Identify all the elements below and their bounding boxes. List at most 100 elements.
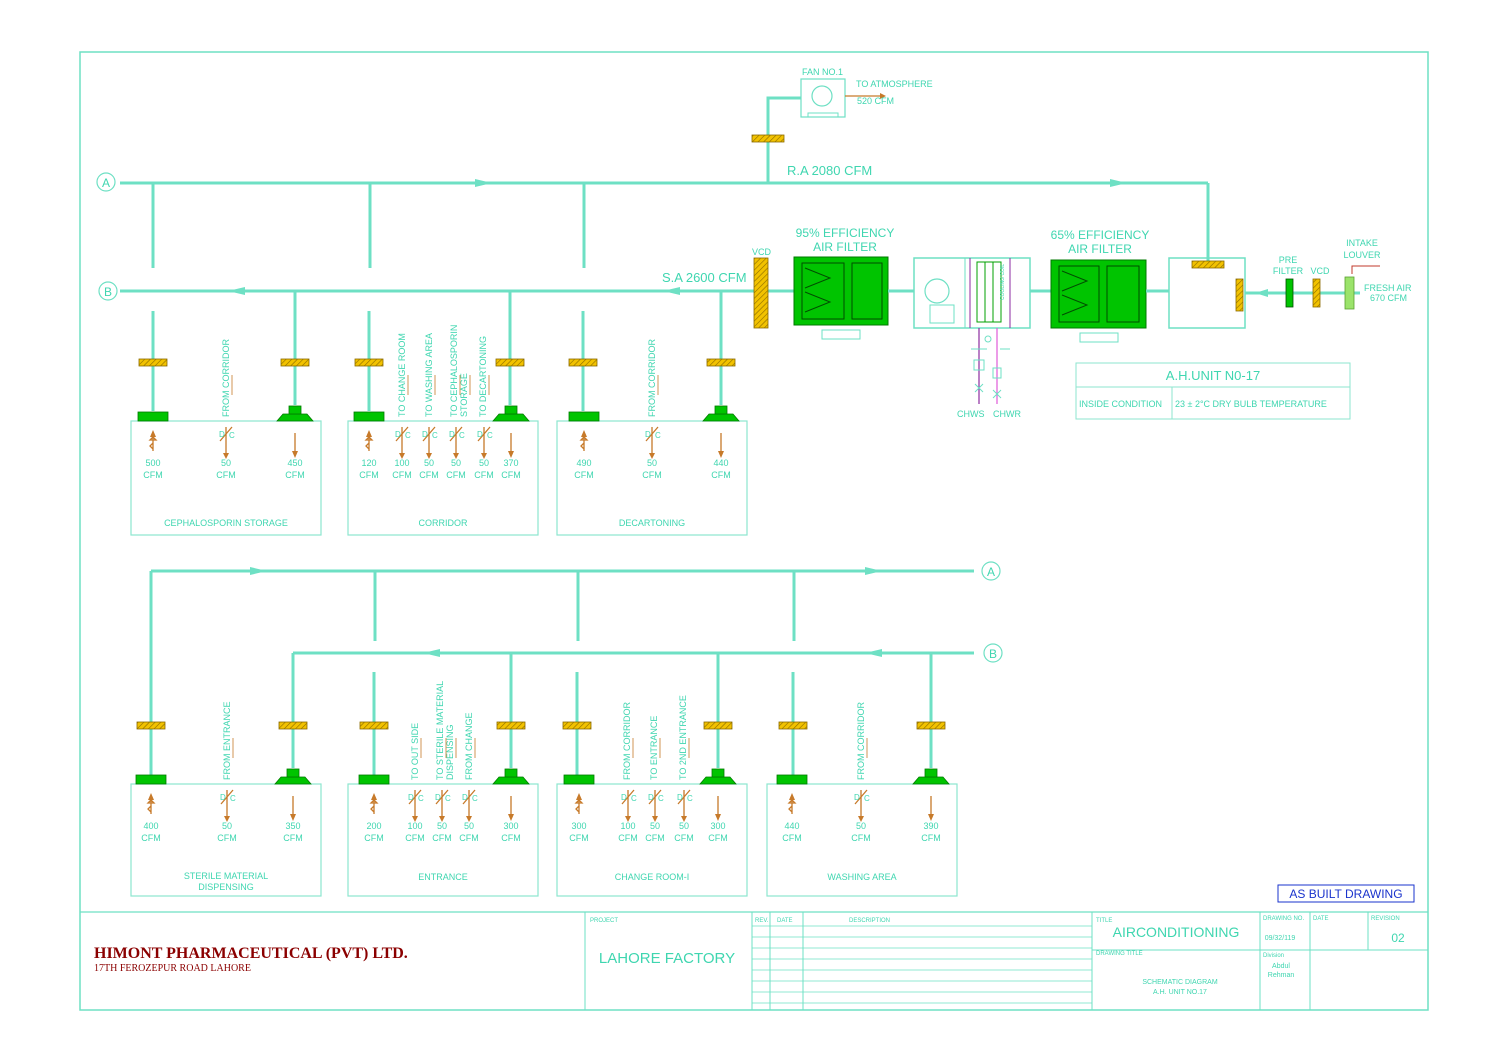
revision-number: 02 [1391, 931, 1405, 945]
return-air-label: R.A 2080 CFM [787, 163, 872, 178]
arrow-head [481, 453, 487, 459]
cfm-unit: CFM [419, 470, 439, 480]
return-flow-arrow [146, 798, 156, 814]
project-header: PROJECT [590, 918, 618, 924]
cfm-value: 440 [713, 458, 728, 468]
room-boundary [556, 420, 748, 536]
damper-c-label: C [459, 431, 465, 440]
fan-cfm-label: 520 CFM [857, 96, 894, 106]
diffuser-neck [714, 405, 728, 415]
pressure-damper-icon [220, 789, 234, 805]
supply-diffuser [492, 413, 530, 422]
transfer-annotation: FROM ENTRANCE [222, 702, 232, 781]
transfer-annotation: FROM CORRIDOR [221, 339, 231, 417]
cfm-value: 100 [394, 458, 409, 468]
transfer-annotation: FROM CHANGE [464, 713, 474, 781]
cfm-value: 120 [361, 458, 376, 468]
cfm-unit: CFM [708, 833, 728, 843]
return-flow-arrow [364, 435, 374, 451]
revision-header: REVISION [1371, 916, 1400, 922]
cfm-unit: CFM [642, 470, 662, 480]
room-boundary [130, 420, 322, 536]
damper-c-label: C [487, 431, 493, 440]
cfm-value: 50 [679, 821, 689, 831]
marker-b-bottom: B [983, 643, 1003, 663]
damper-d-label: D [408, 793, 414, 802]
transfer-annotation: TO STERILE MATERIAL [435, 681, 445, 780]
return-flow-arrow [369, 798, 379, 814]
cfm-value: 50 [221, 458, 231, 468]
room-boundary [766, 783, 958, 897]
arrow-head [292, 451, 298, 458]
arrow-head [426, 453, 432, 459]
marker-a-bottom: A [981, 561, 1001, 581]
damper-c-label: C [864, 794, 870, 803]
inside-condition-label: INSIDE CONDITION [1079, 399, 1162, 409]
cfm-value: 450 [287, 458, 302, 468]
transfer-annotation: TO DECARTONING [478, 336, 488, 417]
cfm-value: 300 [503, 821, 518, 831]
volume-damper [138, 358, 168, 367]
return-grille [568, 411, 600, 422]
arrow-head [224, 816, 230, 822]
filter95-line2: AIR FILTER [813, 240, 877, 254]
transfer-annotation: TO WASHING AREA [424, 333, 434, 417]
cfm-value: 200 [366, 821, 381, 831]
company-name: HIMONT PHARMACEUTICAL (PVT) LTD. [94, 945, 408, 962]
fresh-cfm-label: 670 CFM [1370, 293, 1407, 303]
cfm-value: 50 [464, 821, 474, 831]
damper-c-label: C [658, 794, 664, 803]
project-name: LAHORE FACTORY [599, 950, 735, 967]
pressure-damper-icon [854, 789, 868, 805]
damper-d-label: D [677, 793, 683, 802]
marker-b-bottom-label: B [989, 647, 997, 661]
chws-label: CHWS [957, 409, 985, 419]
vcd-label: VCD [752, 247, 772, 257]
cfm-unit: CFM [474, 470, 494, 480]
cfm-value: 50 [650, 821, 660, 831]
return-flow-arrow [574, 798, 584, 814]
arrow-head [625, 816, 631, 822]
volume-damper [359, 721, 389, 730]
room-name: STERILE MATERIAL [184, 871, 268, 881]
damper-d-label: D [220, 793, 226, 802]
return-air-header: R.A 2080 CFM [120, 163, 1210, 268]
pressure-damper-icon [435, 789, 449, 805]
damper-c-label: C [655, 431, 661, 440]
transfer-annotation: FROM CORRIDOR [622, 702, 632, 780]
supply-air-label: S.A 2600 CFM [662, 270, 747, 285]
drawing-no: 09/32/119 [1265, 935, 1296, 942]
drawing-title-line1: SCHEMATIC DIAGRAM [1142, 979, 1217, 986]
cfm-unit: CFM [283, 833, 303, 843]
filter-95: 95% EFFICIENCY AIR FILTER [793, 226, 894, 340]
marker-b-top: B [98, 281, 118, 301]
volume-damper [278, 721, 308, 730]
arrow-head [718, 451, 724, 458]
room-name: WASHING AREA [827, 872, 896, 882]
cfm-unit: CFM [618, 833, 638, 843]
volume-damper [703, 721, 733, 730]
supply-diffuser [492, 776, 530, 785]
damper-d-label: D [435, 793, 441, 802]
arrow-head [649, 453, 655, 459]
return-grille [563, 774, 595, 785]
cfm-value: 100 [620, 821, 635, 831]
cfm-unit: CFM [405, 833, 425, 843]
sheet-border [79, 51, 1429, 1011]
damper-d-label: D [462, 793, 468, 802]
pressure-damper-icon [645, 426, 659, 442]
cfm-unit: CFM [432, 833, 452, 843]
cfm-value: 400 [143, 821, 158, 831]
arrow-head [399, 453, 405, 459]
diffuser-neck [504, 405, 518, 415]
damper-c-label: C [687, 794, 693, 803]
cfm-unit: CFM [711, 470, 731, 480]
supply-diffuser [699, 776, 737, 785]
room-name: CHANGE ROOM-I [615, 872, 690, 882]
transfer-annotation: TO 2ND ENTRANCE [678, 695, 688, 780]
division-line1: Abdul [1272, 963, 1290, 970]
supply-diffuser [912, 776, 950, 785]
cfm-value: 50 [437, 821, 447, 831]
